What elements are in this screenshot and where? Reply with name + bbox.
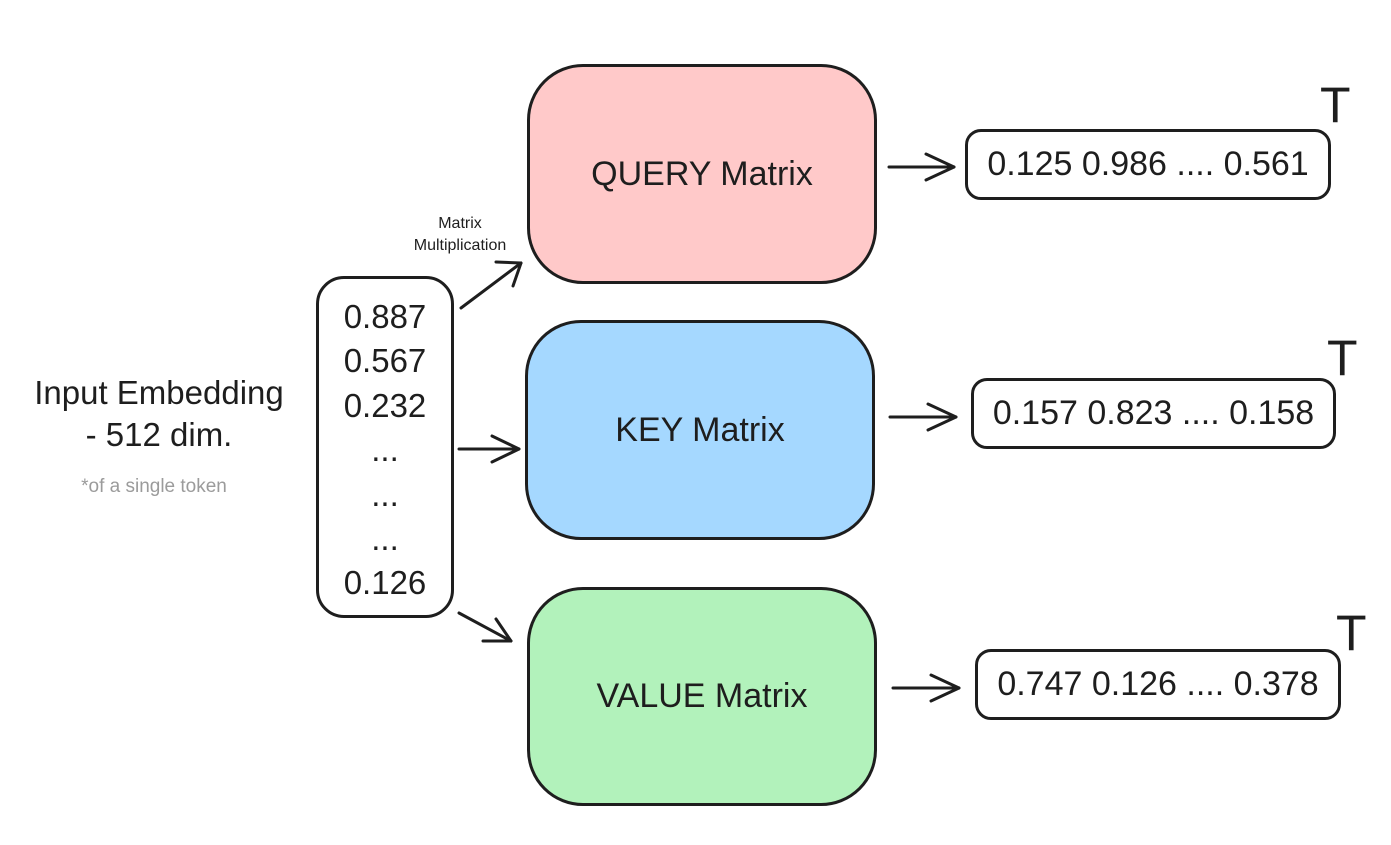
key-output-text: 0.157 0.823 .... 0.158 bbox=[992, 394, 1315, 432]
key-output-vector: 0.157 0.823 .... 0.158 bbox=[971, 378, 1336, 449]
matrix-multiplication-line1: Matrix bbox=[438, 215, 482, 232]
arrow-embedding-to-value bbox=[457, 611, 513, 643]
key-matrix-label: KEY Matrix bbox=[615, 410, 785, 449]
value-transpose-mark: T bbox=[1336, 605, 1367, 661]
embedding-value: 0.126 bbox=[343, 564, 427, 601]
matrix-multiplication-line2: Multiplication bbox=[413, 237, 507, 254]
value-output-text: 0.747 0.126 .... 0.378 bbox=[997, 665, 1319, 703]
embedding-value: 0.887 bbox=[343, 298, 427, 335]
input-embedding-title: Input Embedding bbox=[34, 374, 284, 411]
embedding-ellipsis: ... bbox=[371, 476, 399, 513]
input-embedding-label: Input Embedding - 512 dim. bbox=[14, 372, 304, 456]
embedding-ellipsis: ... bbox=[371, 520, 399, 557]
query-output-text: 0.125 0.986 .... 0.561 bbox=[987, 145, 1309, 183]
arrow-key-to-output bbox=[888, 402, 958, 432]
value-matrix: VALUE Matrix bbox=[527, 587, 877, 806]
input-embedding-dim: - 512 dim. bbox=[85, 416, 233, 453]
arrow-query-to-output bbox=[887, 152, 956, 182]
query-matrix-label: QUERY Matrix bbox=[591, 154, 813, 193]
embedding-vector-box bbox=[316, 276, 454, 618]
matrix-multiplication-label: Matrix Multiplication bbox=[398, 213, 522, 257]
embedding-ellipsis: ... bbox=[371, 431, 399, 468]
embedding-value: 0.232 bbox=[343, 387, 427, 424]
query-output-vector: 0.125 0.986 .... 0.561 bbox=[965, 129, 1331, 200]
query-matrix: QUERY Matrix bbox=[527, 64, 877, 284]
input-embedding-note: *of a single token bbox=[81, 476, 227, 497]
embedding-value: 0.567 bbox=[343, 342, 427, 379]
key-matrix: KEY Matrix bbox=[525, 320, 875, 540]
query-transpose-mark: T bbox=[1320, 77, 1351, 133]
value-output-vector: 0.747 0.126 .... 0.378 bbox=[975, 649, 1341, 720]
arrow-value-to-output bbox=[891, 673, 961, 703]
arrow-embedding-to-key bbox=[457, 434, 521, 464]
key-transpose-mark: T bbox=[1327, 330, 1358, 386]
arrow-embedding-to-query bbox=[459, 260, 523, 310]
value-matrix-label: VALUE Matrix bbox=[596, 677, 808, 715]
